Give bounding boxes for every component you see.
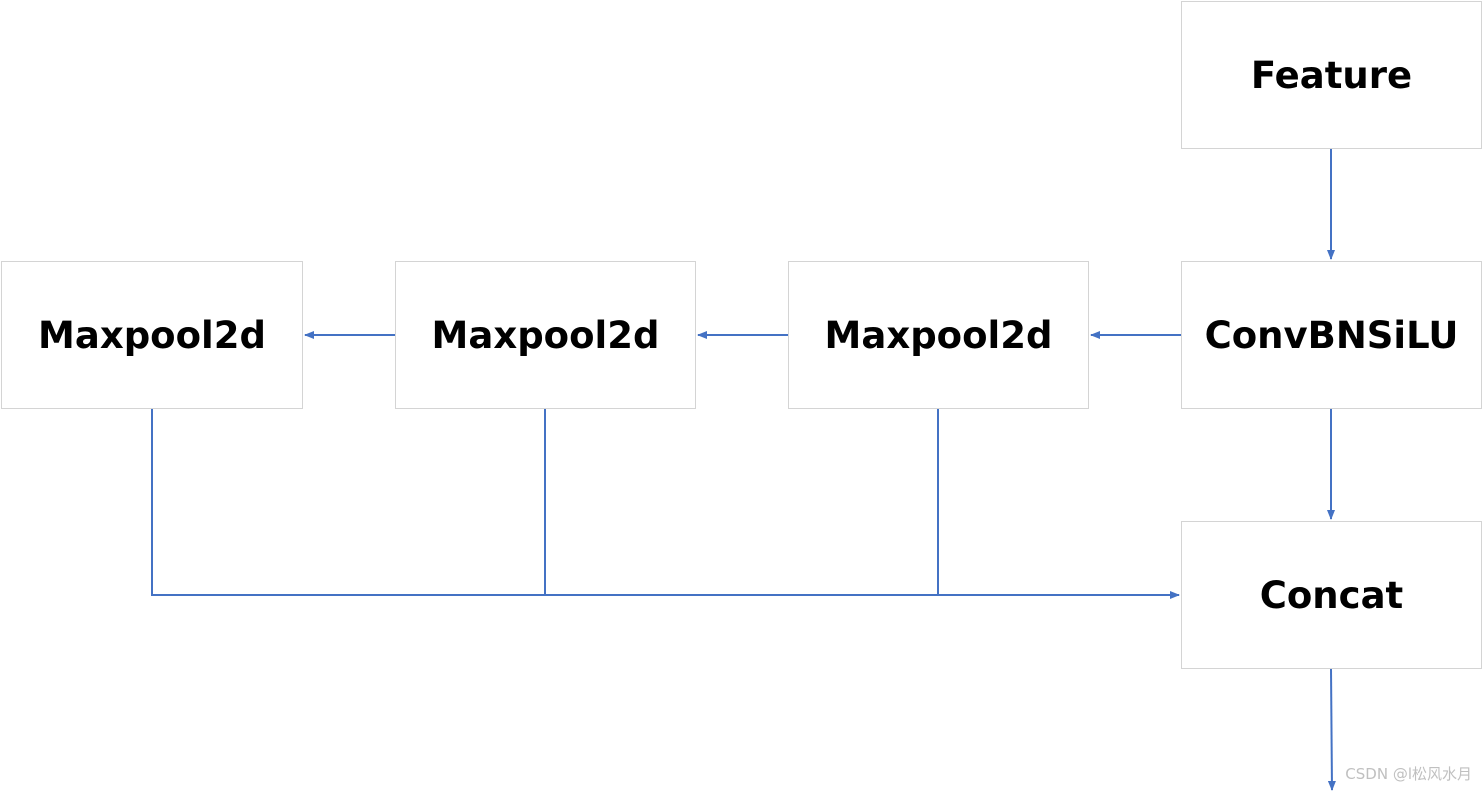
node-maxpool-1: Maxpool2d	[788, 261, 1089, 409]
edge-concat-output	[1327, 668, 1336, 791]
node-maxpool-2: Maxpool2d	[395, 261, 696, 409]
node-maxpool-3: Maxpool2d	[1, 261, 303, 409]
node-concat-label: Concat	[1259, 573, 1404, 617]
node-maxpool-2-label: Maxpool2d	[431, 313, 660, 357]
node-feature: Feature	[1181, 1, 1482, 149]
node-convbnsilu-label: ConvBNSiLU	[1204, 313, 1459, 357]
node-convbnsilu: ConvBNSiLU	[1181, 261, 1482, 409]
node-concat: Concat	[1181, 521, 1482, 669]
watermark: CSDN @l松风水月	[1345, 765, 1472, 783]
node-maxpool-3-label: Maxpool2d	[38, 313, 266, 357]
node-maxpool-1-label: Maxpool2d	[824, 313, 1053, 357]
node-feature-label: Feature	[1250, 53, 1413, 97]
